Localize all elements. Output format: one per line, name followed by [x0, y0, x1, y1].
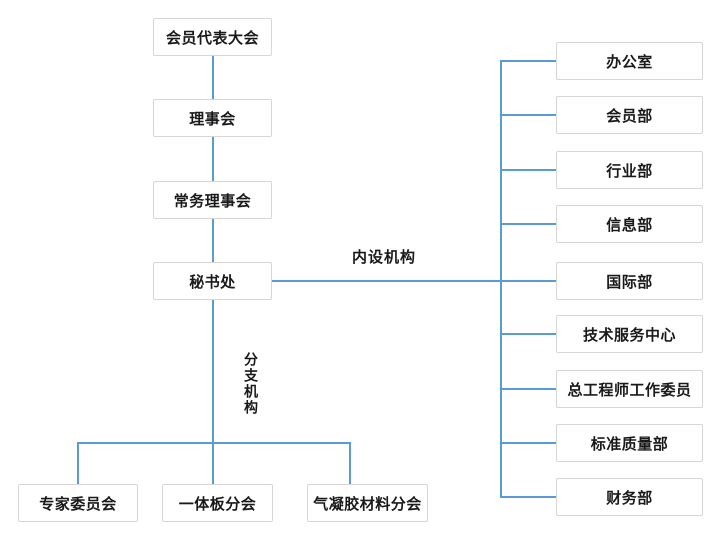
internal-departments-label: 内设机构	[352, 249, 417, 266]
connector-line	[77, 442, 79, 484]
connector-line	[77, 442, 351, 444]
connector-line	[500, 496, 556, 498]
connector-line	[500, 442, 556, 444]
node-finance-dept: 财务部	[556, 478, 703, 516]
node-information-dept: 信息部	[556, 205, 703, 243]
connector-line	[500, 169, 556, 171]
node-office: 办公室	[556, 42, 703, 80]
connector-line	[212, 137, 214, 181]
branches-label: 分支机构	[243, 352, 259, 416]
connector-line	[212, 56, 214, 99]
node-membership-dept: 会员部	[556, 96, 703, 134]
connector-line	[500, 388, 556, 390]
node-aerogel-branch: 气凝胶材料分会	[307, 484, 428, 522]
node-international-dept: 国际部	[556, 262, 703, 300]
node-industry-dept: 行业部	[556, 151, 703, 189]
node-tech-service-center: 技术服务中心	[556, 315, 703, 353]
node-chief-engineer-committee: 总工程师工作委员	[556, 370, 703, 408]
connector-line	[349, 442, 351, 484]
connector-line	[212, 219, 214, 262]
connector-line	[212, 300, 214, 484]
connector-line	[500, 60, 502, 498]
node-member-congress: 会员代表大会	[153, 18, 272, 56]
node-secretariat: 秘书处	[153, 262, 272, 300]
node-standards-quality-dept: 标准质量部	[556, 424, 703, 462]
node-council: 理事会	[153, 99, 272, 137]
connector-line	[272, 280, 556, 282]
node-expert-committee: 专家委员会	[18, 484, 138, 522]
connector-line	[500, 333, 556, 335]
connector-line	[500, 114, 556, 116]
connector-line	[500, 60, 556, 62]
node-standing-council: 常务理事会	[153, 181, 272, 219]
connector-line	[500, 223, 556, 225]
node-integrated-panel-branch: 一体板分会	[162, 484, 273, 522]
